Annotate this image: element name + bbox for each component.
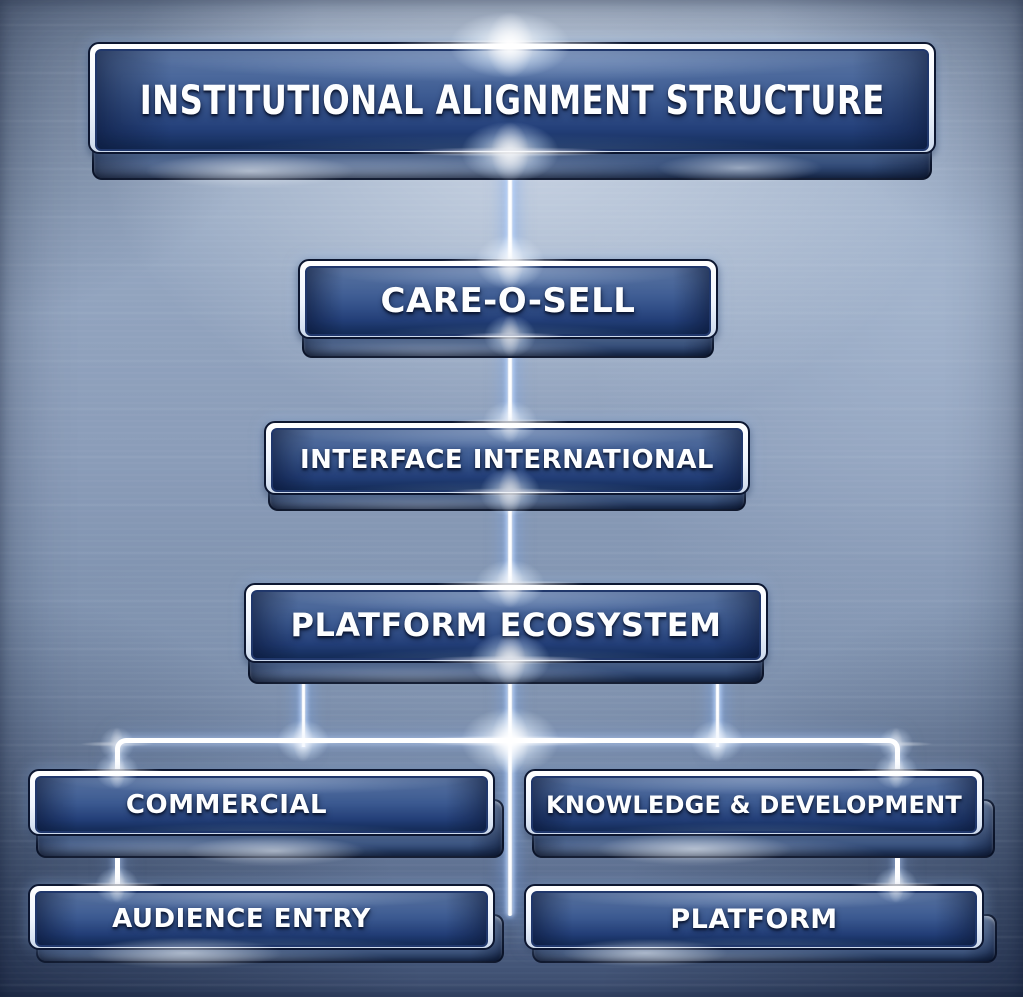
node-platform-ecosystem: PLATFORM ECOSYSTEM [244, 583, 768, 684]
node-label: COMMERCIAL [125, 789, 328, 820]
connector-level3-level4 [507, 488, 513, 592]
node-face: AUDIENCE ENTRY [35, 891, 488, 947]
node-frame: COMMERCIAL [28, 769, 495, 836]
node-face: CARE-O-SELL [305, 266, 711, 336]
node-platform: PLATFORM [524, 884, 997, 963]
node-label: INTERFACE INTERNATIONAL [299, 445, 715, 475]
node-label: AUDIENCE ENTRY [112, 904, 371, 934]
node-face: PLATFORM ECOSYSTEM [251, 590, 761, 660]
connector-level2-level3 [507, 330, 513, 430]
connector-drop-right [715, 655, 720, 747]
node-face: INSTITUTIONAL ALIGNMENT STRUCTURE [95, 49, 929, 151]
node-label: INSTITUTIONAL ALIGNMENT STRUCTURE [139, 76, 885, 124]
node-label: PLATFORM [670, 903, 838, 935]
node-audience-entry: AUDIENCE ENTRY [28, 884, 504, 963]
node-frame: CARE-O-SELL [298, 259, 718, 339]
node-knowledge-development: KNOWLEDGE & DEVELOPMENT [524, 769, 995, 858]
node-frame: PLATFORM [524, 884, 984, 950]
node-label: CARE-O-SELL [380, 281, 636, 321]
connector-level1-level2 [507, 148, 513, 268]
node-frame: AUDIENCE ENTRY [28, 884, 495, 950]
connector-drop-left [301, 655, 306, 747]
node-face: KNOWLEDGE & DEVELOPMENT [531, 776, 977, 833]
node-label: PLATFORM ECOSYSTEM [290, 606, 722, 644]
node-frame: PLATFORM ECOSYSTEM [244, 583, 768, 663]
node-frame: INSTITUTIONAL ALIGNMENT STRUCTURE [88, 42, 936, 154]
node-interface-international: INTERFACE INTERNATIONAL [264, 421, 750, 511]
node-face: INTERFACE INTERNATIONAL [271, 428, 743, 492]
node-face: PLATFORM [531, 891, 977, 947]
node-institutional-alignment-structure: INSTITUTIONAL ALIGNMENT STRUCTURE [88, 42, 936, 180]
node-frame: KNOWLEDGE & DEVELOPMENT [524, 769, 984, 836]
node-label: KNOWLEDGE & DEVELOPMENT [546, 790, 962, 819]
node-commercial: COMMERCIAL [28, 769, 504, 858]
node-care-o-sell: CARE-O-SELL [298, 259, 718, 358]
node-frame: INTERFACE INTERNATIONAL [264, 421, 750, 495]
node-face: COMMERCIAL [35, 776, 488, 833]
